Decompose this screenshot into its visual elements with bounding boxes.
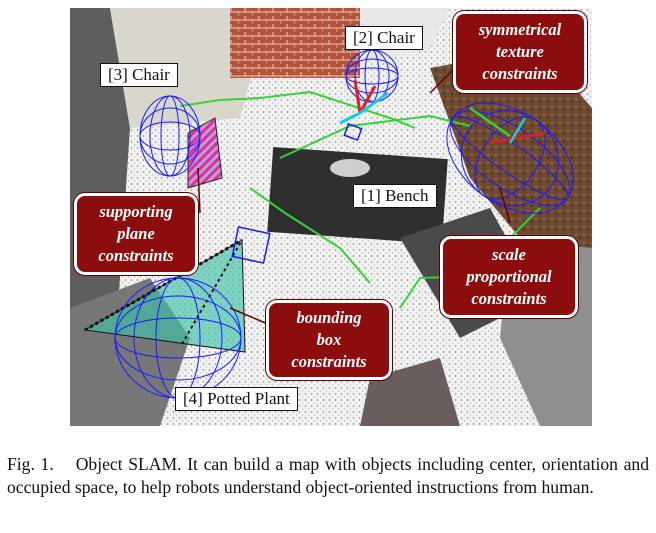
tag-potted-plant: [4] Potted Plant	[175, 387, 298, 411]
callout-supporting-plane-constraints: supporting plane constraints	[74, 193, 198, 275]
camera-trajectory	[179, 90, 541, 309]
callout-line: scale	[492, 245, 526, 264]
callout-bounding-box-constraints: bounding box constraints	[266, 300, 392, 380]
callout-line: constraints	[98, 246, 174, 265]
right-object-axes	[469, 106, 546, 145]
callout-line: proportional	[466, 267, 552, 286]
tag-chair-2: [2] Chair	[345, 26, 423, 50]
callout-scale-proportional-constraints: scale proportional constraints	[440, 236, 578, 318]
tag-chair-3: [3] Chair	[100, 63, 178, 87]
callout-line: bounding	[296, 308, 362, 327]
caption-text: Object SLAM. It can build a map with obj…	[7, 454, 649, 497]
chair3-ellipsoid	[139, 95, 201, 177]
bench-top-light	[330, 159, 370, 177]
chair2-axes	[339, 79, 389, 125]
callout-connectors	[197, 69, 511, 331]
slam-figure: [2] Chair [3] Chair [1] Bench [4] Potted…	[70, 8, 592, 426]
callout-line: texture	[496, 42, 544, 61]
callout-line: symmetrical	[478, 20, 562, 39]
camera-pose-4	[231, 226, 271, 264]
callout-line: plane	[117, 224, 155, 243]
callout-line: supporting	[99, 202, 173, 221]
brick-wall	[230, 8, 360, 78]
right-object-ellipsoid	[446, 102, 574, 214]
callout-line: constraints	[482, 64, 558, 83]
callout-line: box	[316, 330, 342, 349]
tag-bench: [1] Bench	[353, 184, 437, 208]
supporting-plane	[187, 117, 223, 189]
figure-label: Fig. 1.	[7, 454, 54, 474]
callout-line: constraints	[291, 352, 367, 371]
callout-line: constraints	[471, 289, 547, 308]
camera-pose-2	[343, 123, 363, 141]
figure-caption: Fig. 1.Object SLAM. It can build a map w…	[7, 453, 649, 499]
callout-symmetrical-texture-constraints: symmetrical texture constraints	[453, 11, 587, 93]
